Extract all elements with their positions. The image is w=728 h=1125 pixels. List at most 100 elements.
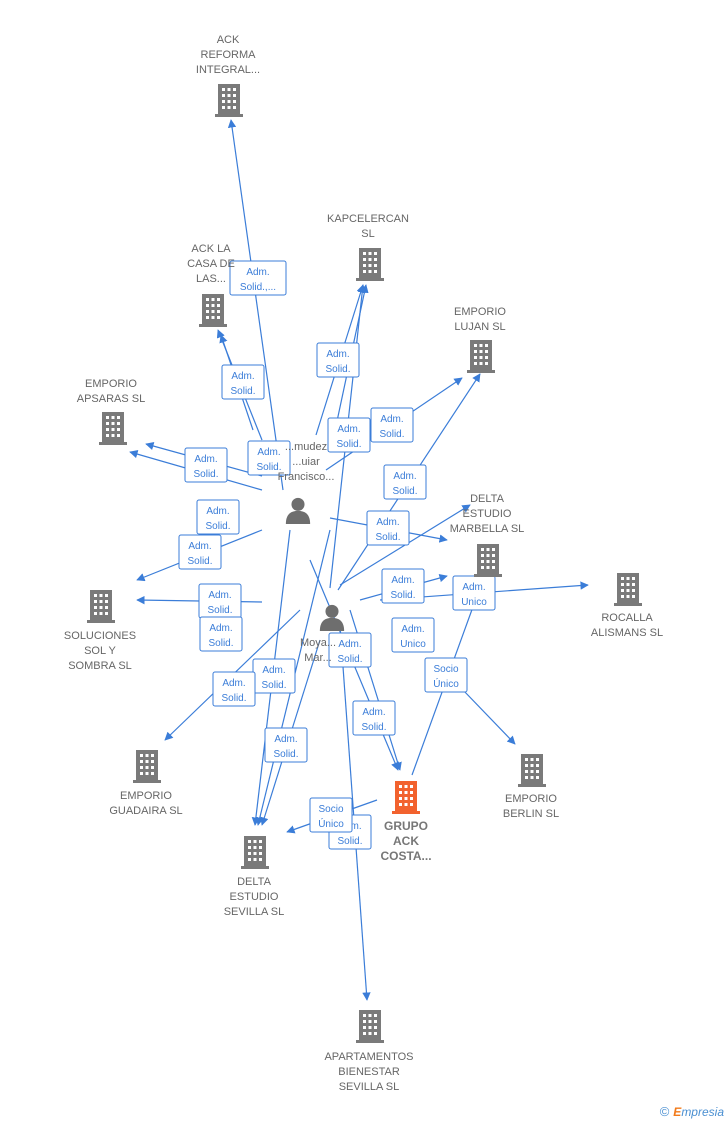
edge-label-text: Solid. — [187, 556, 212, 567]
edge-labels-layer: Adm.Solid.,...Adm.Solid.Adm.Solid.Adm.So… — [178, 260, 496, 850]
edge-label-box — [229, 260, 287, 296]
edge-label-text: Socio — [433, 664, 458, 675]
node-label-line: ...uiar — [292, 456, 320, 468]
relationship-edge — [462, 689, 516, 745]
company-node[interactable]: ACK REFORMA INTEGRAL... — [196, 34, 260, 117]
edge-role-label[interactable]: Adm.Solid.,... — [229, 260, 287, 296]
edge-label-box — [196, 499, 240, 535]
edge-role-label[interactable]: Adm.Solid. — [221, 364, 265, 400]
edge-label-text: Adm. — [246, 267, 269, 278]
edge-label-text: Adm. — [380, 414, 403, 425]
node-label-line: ...mudez — [285, 441, 327, 453]
edge-role-label[interactable]: Adm. Solid. — [383, 464, 427, 500]
edge-label-text: Adm. — [208, 590, 231, 601]
edge-role-label[interactable]: Adm.Solid. — [352, 700, 396, 736]
building-icon — [474, 544, 502, 577]
node-label-line: DELTA — [237, 876, 271, 888]
edge-label-text: Unico — [461, 597, 487, 608]
edge-role-label[interactable]: Adm.Solid. — [370, 407, 414, 443]
edge-label-text: Único — [318, 817, 344, 830]
person-node[interactable]: Moya...Mar... — [300, 604, 345, 664]
nodes-layer: ...mudez...uiarFrancisco...Moya...Mar...… — [64, 34, 663, 1093]
node-label-line: GUADAIRA SL — [109, 805, 182, 817]
building-icon — [356, 248, 384, 281]
person-icon — [285, 497, 311, 524]
edge-role-label[interactable]: Adm.Solid. — [316, 342, 360, 378]
copyright-symbol: © — [659, 1104, 670, 1119]
edge-role-label[interactable]: Adm. Unico — [452, 575, 496, 611]
edge-label-text: Solid. — [337, 836, 362, 847]
edge-role-label[interactable]: Adm.Solid. — [184, 447, 228, 483]
edge-label-text: Solid. — [193, 469, 218, 480]
edge-role-label[interactable]: Adm.Solid. — [198, 583, 242, 619]
building-icon — [241, 836, 269, 869]
building-icon — [392, 781, 420, 814]
edge-role-label[interactable]: Adm.Solid. — [264, 727, 308, 763]
edge-label-box — [184, 447, 228, 483]
node-label-line: INTEGRAL... — [196, 64, 260, 76]
node-label-line: LAS... — [196, 273, 226, 285]
brand-footer[interactable]: ©Empresia — [660, 1104, 724, 1119]
node-label-line: APARTAMENTOS — [324, 1051, 413, 1063]
edge-label-box — [352, 700, 396, 736]
edge-label-box — [328, 632, 372, 668]
building-icon — [467, 340, 495, 373]
edge-label-box — [366, 510, 410, 546]
node-label-line: EMPORIO — [454, 306, 506, 318]
building-icon — [614, 573, 642, 606]
edge-role-label[interactable]: Adm.Solid. — [247, 440, 291, 476]
edge-role-label[interactable]: Adm.Solid. — [196, 499, 240, 535]
edge-label-text: Adm. — [338, 639, 361, 650]
edge-role-label[interactable]: Adm.Solid. — [327, 417, 371, 453]
edge-role-label[interactable]: Adm.Solid. — [381, 568, 425, 604]
company-node[interactable]: GRUPOACKCOSTA... — [380, 781, 432, 863]
edge-label-text: Solid. — [273, 749, 298, 760]
node-label-line: ROCALLA — [601, 612, 653, 624]
brand-logo-text: mpresia — [681, 1105, 724, 1119]
node-label-line: COSTA... — [380, 849, 431, 863]
edge-label-text: Solid. — [205, 521, 230, 532]
edge-label-text: Solid. — [392, 486, 417, 497]
edge-label-box — [178, 534, 222, 570]
edge-label-text: Solid. — [256, 462, 281, 473]
edge-label-text: Adm. — [391, 575, 414, 586]
node-label-line: SOL Y — [84, 645, 116, 657]
edge-label-box — [212, 671, 256, 707]
person-node[interactable]: ...mudez...uiarFrancisco... — [278, 441, 335, 524]
edge-label-box — [383, 464, 427, 500]
node-label-line: REFORMA — [201, 49, 257, 61]
edge-role-label[interactable]: Adm.Solid. — [252, 658, 296, 694]
node-label-line: SEVILLA SL — [224, 906, 285, 918]
edge-role-label[interactable]: Adm.Solid. — [328, 632, 372, 668]
node-label-line: ACK — [217, 34, 240, 46]
node-label-line: SL — [361, 228, 374, 240]
edge-label-text: Adm. — [326, 349, 349, 360]
edge-label-text: Adm. — [462, 582, 485, 593]
node-label-line: BIENESTAR — [338, 1066, 400, 1078]
edge-label-box — [370, 407, 414, 443]
edge-role-label[interactable]: Adm.Solid. — [366, 510, 410, 546]
edge-role-label[interactable]: Adm.Solid. — [178, 534, 222, 570]
edge-label-text: Adm. — [362, 707, 385, 718]
node-label-line: EMPORIO — [85, 378, 137, 390]
building-icon — [215, 84, 243, 117]
edge-role-label[interactable]: Adm.Solid. — [212, 671, 256, 707]
edge-label-text: Adm. — [393, 471, 416, 482]
edge-label-text: Solid. — [230, 386, 255, 397]
edge-role-label[interactable]: Adm.Solid. — [199, 616, 243, 652]
edge-role-label[interactable]: Adm.Unico — [391, 617, 435, 653]
